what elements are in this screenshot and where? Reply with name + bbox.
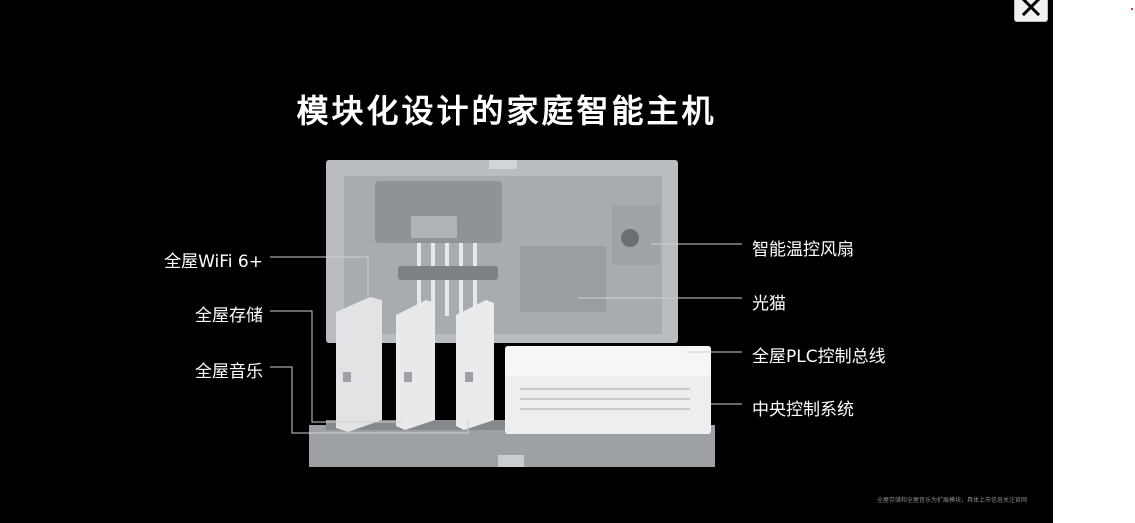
router-unit: [375, 181, 502, 243]
label-wifi: 全屋WiFi 6+: [164, 252, 263, 272]
close-icon: [1021, 0, 1041, 17]
slide: 模块化设计的家庭智能主机 全屋WiFi 6+ 全屋存储 全屋音乐 智能温控风扇 …: [0, 0, 1053, 523]
storage-module-2: [396, 300, 435, 430]
corner-marker: [1131, 8, 1133, 10]
central-control-top: [505, 346, 711, 376]
vent-dots: [520, 388, 690, 410]
label-fan: 智能温控风扇: [752, 240, 854, 260]
smart-host-illustration: [270, 160, 742, 467]
music-module: [456, 300, 494, 430]
label-storage: 全屋存储: [195, 306, 263, 326]
label-music: 全屋音乐: [195, 362, 263, 382]
leader-lines: [270, 243, 742, 434]
label-modem: 光猫: [752, 294, 786, 314]
close-button[interactable]: [1014, 0, 1048, 22]
fan-grille: [621, 229, 639, 247]
label-plc: 全屋PLC控制总线: [752, 347, 886, 367]
top-notch: [489, 160, 517, 169]
tray-latch: [498, 455, 524, 467]
cable-clip: [398, 266, 498, 280]
storage-module-1: [336, 297, 382, 432]
label-central-control: 中央控制系统: [752, 400, 854, 420]
footnote: 全屋存储和全屋音乐为扩展模块，具体上市信息关注官网: [876, 497, 1027, 504]
slide-title: 模块化设计的家庭智能主机: [296, 92, 717, 130]
router-label: [411, 216, 457, 238]
modem-panel: [520, 246, 606, 312]
